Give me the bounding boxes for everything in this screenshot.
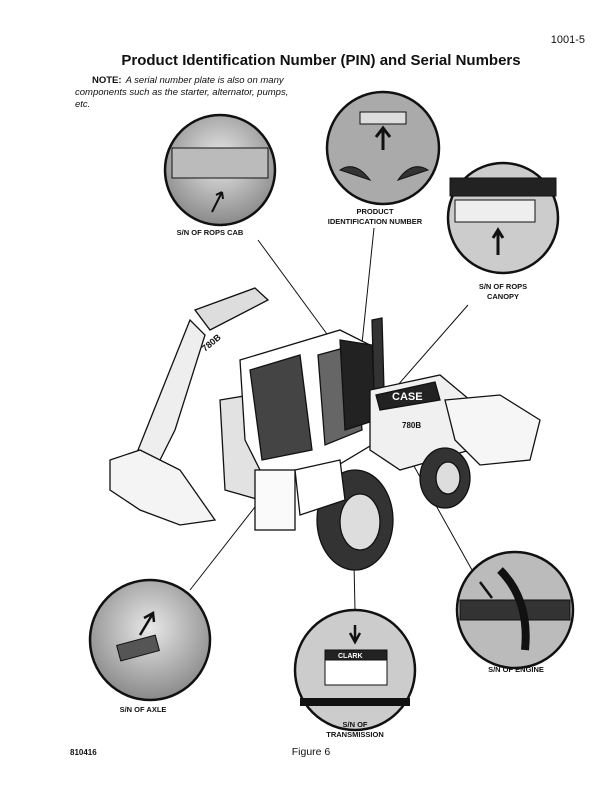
label-canopy-line2: CANOPY	[486, 292, 520, 301]
inset-pin	[325, 90, 441, 206]
label-pin-line1: PRODUCT	[356, 207, 394, 216]
label-rops-cab: S/N OF ROPS CAB	[176, 228, 244, 237]
inset-engine	[455, 550, 575, 670]
page-title: Product Identification Number (PIN) and …	[121, 52, 521, 69]
note-label: NOTE:	[92, 75, 122, 86]
model-decal-loader: 780B	[402, 421, 421, 430]
backhoe-machine: 780B CASE 780B	[109, 287, 541, 571]
label-pin-line2: IDENTIFICATION NUMBER	[327, 217, 423, 226]
inset-rops-cab	[163, 113, 277, 227]
note: NOTE:A serial number plate is also on ma…	[75, 75, 300, 111]
brand-decal: CASE	[392, 391, 423, 403]
inset-axle	[88, 578, 212, 702]
label-axle: S/N OF AXLE	[119, 705, 167, 714]
note-text: A serial number plate is also on many co…	[75, 75, 289, 110]
label-canopy-line1: S/N OF ROPS	[478, 282, 528, 291]
label-transmission-line1: S/N OF	[342, 720, 368, 729]
figure-code: 810416	[70, 748, 97, 757]
page-number: 1001-5	[550, 34, 585, 46]
plate-brand: CLARK	[338, 653, 363, 660]
figure-caption: Figure 6	[291, 746, 331, 758]
inset-transmission: CLARK	[293, 608, 417, 732]
inset-rops-canopy	[446, 161, 560, 275]
label-transmission-line2: TRANSMISSION	[326, 730, 384, 739]
label-engine: S/N OF ENGINE	[488, 665, 544, 674]
